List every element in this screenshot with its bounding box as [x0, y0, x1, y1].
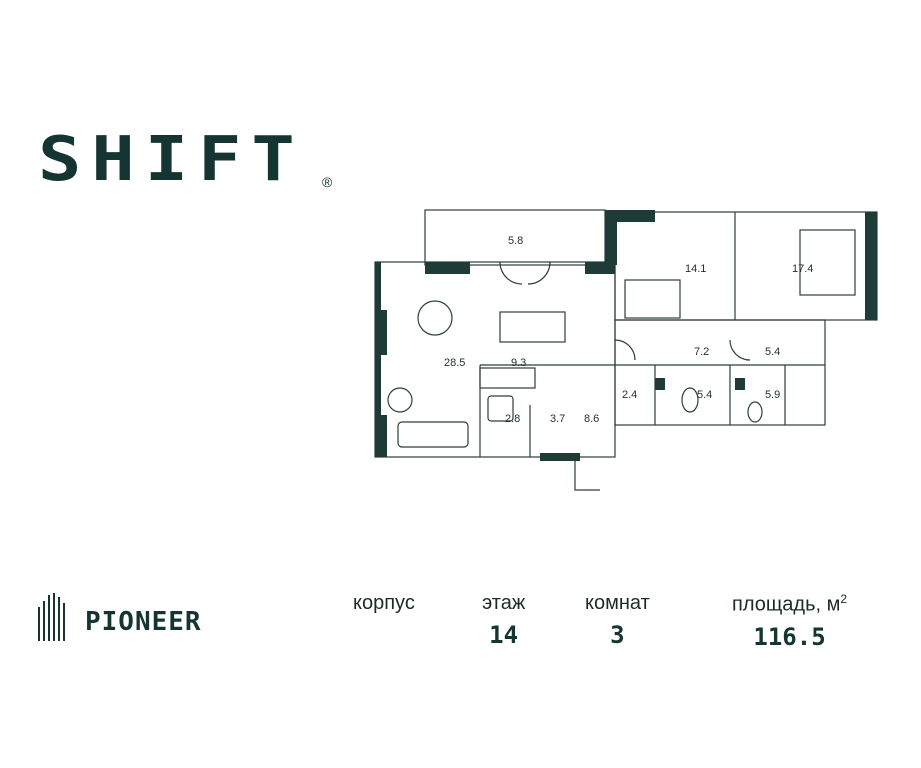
wall-segment	[425, 262, 470, 274]
room-area-living: 28.5	[444, 357, 465, 369]
room-area-bathroom-1: 5.4	[697, 389, 712, 401]
wall-segment	[615, 210, 655, 222]
pioneer-logo-icon	[38, 593, 66, 641]
area-label: площадь, м2	[732, 592, 848, 616]
bathrooms-outline	[614, 319, 826, 426]
wall-segment	[540, 453, 580, 461]
room-area-entry: 8.6	[584, 413, 599, 425]
wall-segment	[655, 378, 665, 390]
wall-segment	[375, 262, 381, 457]
wall-segment	[865, 212, 877, 320]
floor-value: 14	[489, 621, 519, 649]
wall-segment	[605, 210, 617, 265]
room-area-bedroom-2: 17.4	[792, 263, 813, 275]
building-label: корпус	[353, 592, 415, 614]
area-value: 116.5	[753, 622, 826, 651]
room-area-bathroom-2: 5.9	[765, 389, 780, 401]
rooms-stat: комнат 3	[585, 592, 650, 649]
room-area-hall: 7.2	[694, 346, 709, 358]
shift-logo: SHIFT	[38, 122, 305, 195]
room-area-corridor: 5.4	[765, 346, 780, 358]
room-area-closet: 2.4	[622, 389, 637, 401]
building-stat: корпус	[353, 592, 415, 621]
rooms-value: 3	[610, 621, 625, 649]
floor-stat: этаж 14	[482, 592, 525, 649]
wall-segment	[735, 378, 745, 390]
area-stat: площадь, м2 116.5	[732, 592, 847, 651]
room-area-balcony: 5.8	[508, 235, 523, 247]
bedrooms-outline	[614, 211, 878, 321]
rooms-label: комнат	[585, 592, 650, 614]
room-area-bedroom-1: 14.1	[685, 263, 706, 275]
floor-label: этаж	[482, 592, 526, 614]
room-area-kitchen: 9.3	[511, 357, 526, 369]
room-area-storage-1: 2.8	[505, 413, 520, 425]
floor-plan: 5.8 14.1 17.4 28.5 9.3 7.2 5.4 2.4 5.4 5…	[374, 209, 878, 491]
pioneer-logo-text: PIONEER	[85, 607, 202, 637]
registered-mark: ®	[322, 174, 333, 190]
living-outline	[374, 261, 616, 458]
room-area-storage-2: 3.7	[550, 413, 565, 425]
